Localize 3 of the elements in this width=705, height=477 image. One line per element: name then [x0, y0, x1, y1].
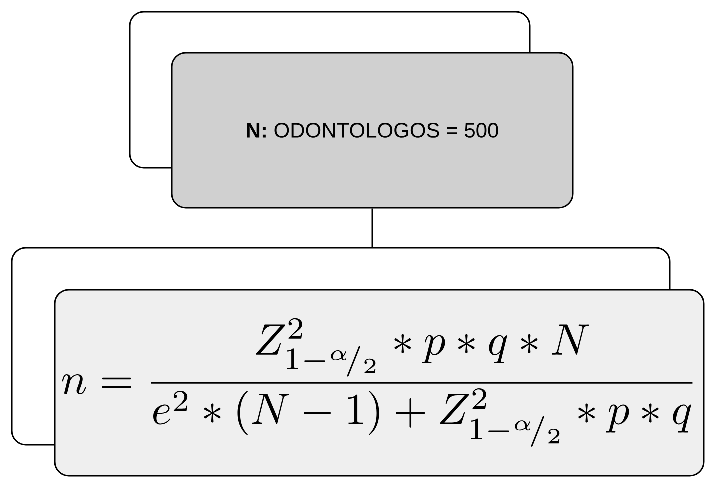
formula-box: $n = \frac{Z^{2}_{1-{}^{\alpha}\!/_{2}} \ast p \ast q \ast N}{e^{2} \ast (N-1) + Z^{2}_{1-{}^{\alpha}\!/_{2}} \ast p \ast q}$: [54, 289, 705, 477]
process-box: N: ODONTOLOGOS = 500: [171, 52, 574, 209]
connector-line: [372, 208, 374, 248]
